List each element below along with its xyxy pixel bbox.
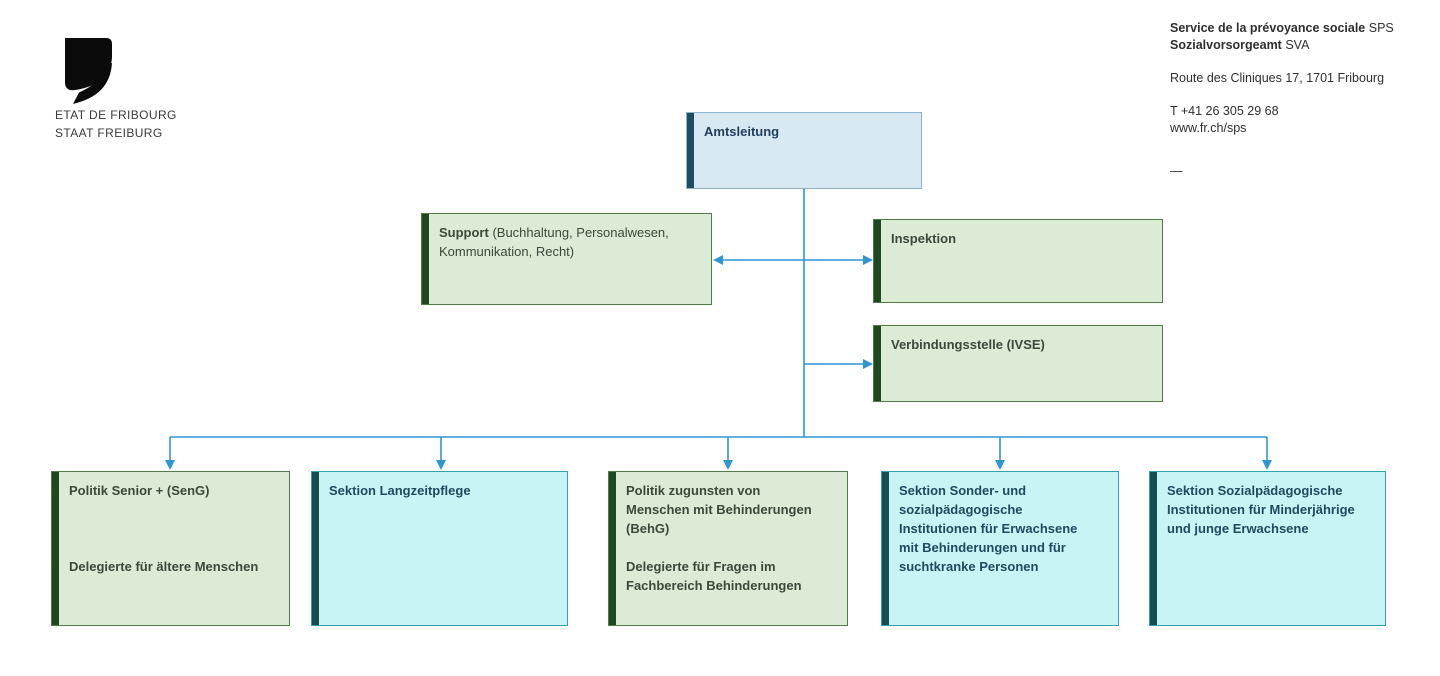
org-node-sektion-langzeitpflege: Sektion Langzeitpflege	[311, 471, 568, 626]
logo-line-de: STAAT FREIBURG	[55, 126, 163, 140]
org-node-politik-senior: Politik Senior + (SenG) Delegierte für ä…	[51, 471, 290, 626]
node-title: Amtsleitung	[704, 124, 780, 139]
accent-bar	[52, 472, 59, 625]
service-name-fr: Service de la prévoyance sociale SPS	[1170, 21, 1394, 35]
accent-bar	[874, 220, 881, 302]
org-node-verbindungsstelle: Verbindungsstelle (IVSE)	[873, 325, 1163, 402]
node-title: Politik Senior + (SenG)	[69, 483, 210, 498]
org-node-politik-behinderungen: Politik zugunsten von Menschen mit Behin…	[608, 471, 848, 626]
node-subtitle: Delegierte für Fragen im Fachbereich Beh…	[626, 559, 802, 593]
node-title: Support	[439, 225, 489, 240]
node-title: Sektion Sonder- und sozialpädagogische I…	[899, 483, 1078, 574]
node-title: Verbindungsstelle (IVSE)	[891, 337, 1045, 352]
accent-bar	[1150, 472, 1157, 625]
accent-bar	[312, 472, 319, 625]
org-node-support: Support (Buchhaltung, Personalwesen, Kom…	[421, 213, 712, 305]
node-title: Inspektion	[891, 231, 957, 246]
separator-dash: —	[1170, 164, 1183, 178]
accent-bar	[687, 113, 694, 188]
node-title: Sektion Langzeitpflege	[329, 483, 471, 498]
logo-wordmark: ETAT DE FRIBOURG STAAT FREIBURG	[55, 106, 177, 142]
org-node-sektion-minderjaehrige: Sektion Sozialpädagogische Institutionen…	[1149, 471, 1386, 626]
letterhead: Service de la prévoyance sociale SPS Soz…	[1170, 20, 1430, 180]
node-title: Sektion Sozialpädagogische Institutionen…	[1167, 483, 1355, 536]
logo-line-fr: ETAT DE FRIBOURG	[55, 108, 177, 122]
node-title: Politik zugunsten von Menschen mit Behin…	[626, 483, 812, 536]
website-url: www.fr.ch/sps	[1170, 121, 1247, 135]
accent-bar	[422, 214, 429, 304]
node-title-detail: (Buchhaltung, Personalwesen, Kommunikati…	[439, 225, 669, 259]
fribourg-logo-icon	[65, 38, 112, 104]
address: Route des Cliniques 17, 1701 Fribourg	[1170, 71, 1385, 85]
phone-number: T +41 26 305 29 68	[1170, 104, 1279, 118]
node-subtitle: Delegierte für ältere Menschen	[69, 559, 259, 574]
accent-bar	[882, 472, 889, 625]
org-node-inspektion: Inspektion	[873, 219, 1163, 303]
accent-bar	[874, 326, 881, 401]
org-node-sektion-erwachsene: Sektion Sonder- und sozialpädagogische I…	[881, 471, 1119, 626]
org-node-amtsleitung: Amtsleitung	[686, 112, 922, 189]
service-name-de: Sozialvorsorgeamt SVA	[1170, 38, 1310, 52]
accent-bar	[609, 472, 616, 625]
